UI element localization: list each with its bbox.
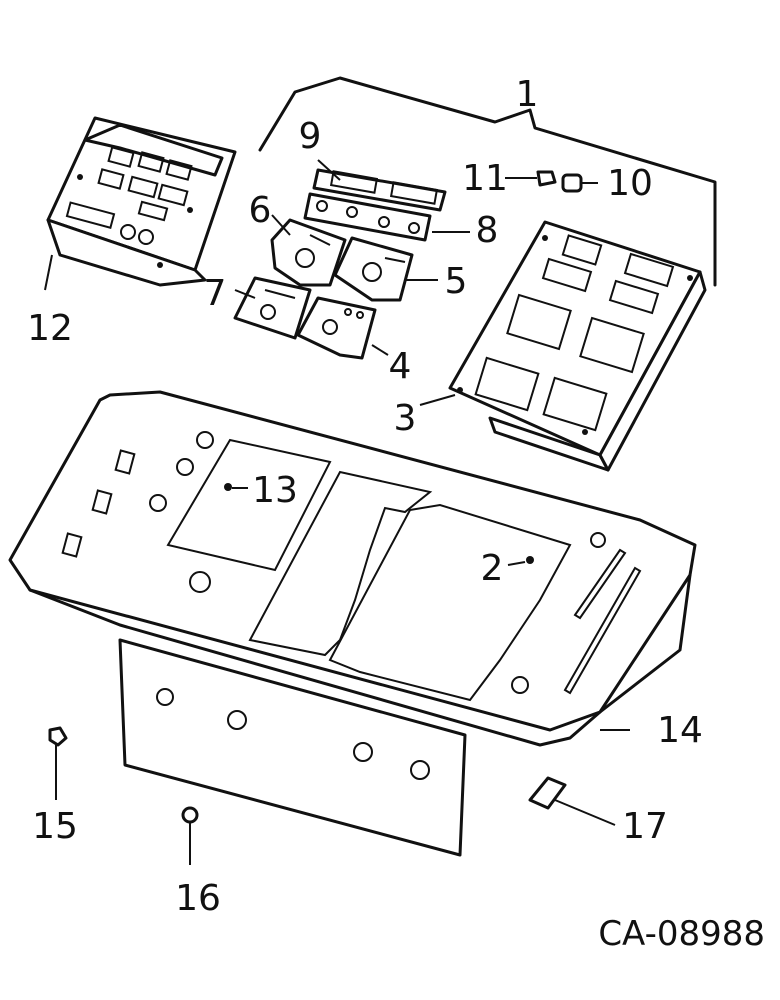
callout-12: 12 xyxy=(27,308,73,349)
warning-panel-3 xyxy=(448,220,707,472)
callout-17: 17 xyxy=(622,806,668,847)
callout-1: 1 xyxy=(516,74,539,115)
callouts: 1 9 11 10 6 8 5 7 12 4 3 13 2 14 15 17 1… xyxy=(27,74,703,919)
callout-13: 13 xyxy=(252,470,298,511)
callout-11: 11 xyxy=(462,158,508,199)
callout-5: 5 xyxy=(445,261,468,302)
callout-14: 14 xyxy=(657,710,703,751)
bracket-17 xyxy=(528,776,567,810)
gauge-6 xyxy=(270,218,347,287)
switch-strip-8 xyxy=(303,192,432,242)
screw-13 xyxy=(224,483,232,491)
gauge-7 xyxy=(233,276,312,340)
callout-8: 8 xyxy=(476,210,499,251)
callout-16: 16 xyxy=(175,878,221,919)
callout-7: 7 xyxy=(204,273,227,314)
callout-3: 3 xyxy=(394,398,417,439)
callout-2: 2 xyxy=(481,548,504,589)
drawing-id: CA-08988 xyxy=(598,914,765,954)
callout-15: 15 xyxy=(32,806,78,847)
bulb-11 xyxy=(536,170,557,187)
clip-15 xyxy=(48,726,68,800)
nut-16 xyxy=(181,806,199,865)
instrument-cluster-12 xyxy=(46,116,237,287)
leader-lines xyxy=(44,159,630,826)
socket-10 xyxy=(561,173,583,193)
gauge-4 xyxy=(296,296,377,360)
dash-panel-14 xyxy=(8,390,697,857)
callout-9: 9 xyxy=(299,116,322,157)
assembly-bracket-1 xyxy=(258,76,717,287)
callout-10: 10 xyxy=(607,163,653,204)
callout-4: 4 xyxy=(389,346,412,387)
screw-2 xyxy=(526,556,534,564)
gauge-5 xyxy=(333,236,414,302)
callout-6: 6 xyxy=(249,190,272,231)
switch-strip-9 xyxy=(312,168,447,212)
